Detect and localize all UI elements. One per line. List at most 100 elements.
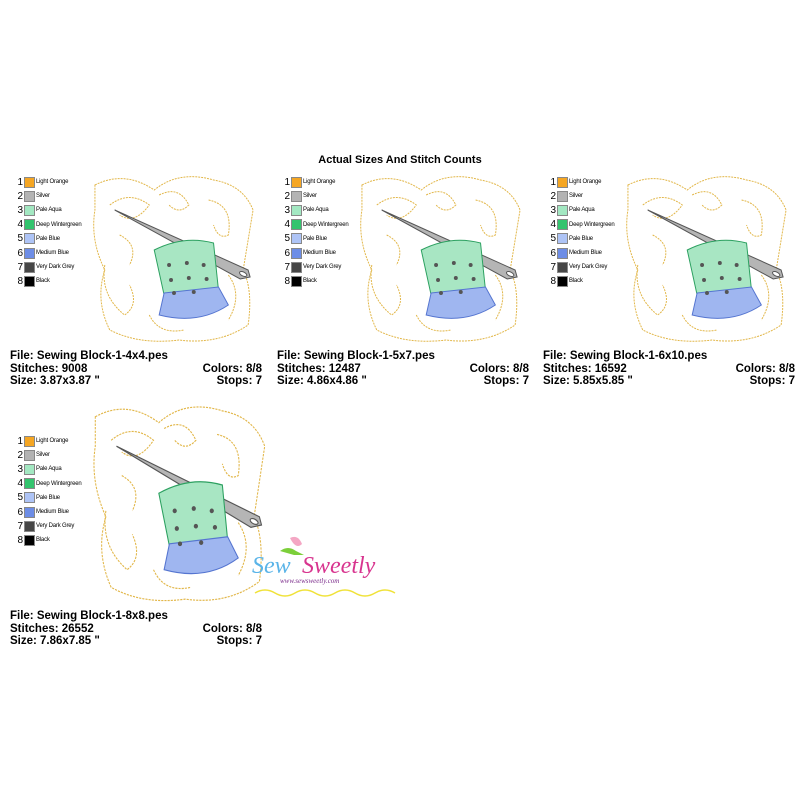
color-name: Pale Blue (36, 494, 60, 501)
color-swatch (557, 261, 568, 273)
color-count: Colors: 8/8 (735, 362, 795, 375)
color-swatch (291, 219, 302, 231)
file-name: File: Sewing Block-1-4x4.pes (10, 350, 168, 362)
color-number: 6 (550, 247, 556, 259)
color-swatch (24, 463, 35, 475)
color-number: 5 (550, 233, 556, 245)
color-swatch (291, 204, 302, 216)
color-name: Very Dark Grey (303, 264, 342, 271)
color-name: Pale Aqua (36, 207, 62, 214)
color-number: 8 (17, 534, 23, 546)
color-number: 5 (17, 233, 23, 245)
color-swatch (24, 219, 35, 231)
design-info: File: Sewing Block-1-8x8.pes Stitches: 2… (10, 610, 262, 648)
color-number: 3 (284, 204, 290, 216)
stop-count: Stops: 7 (216, 635, 262, 647)
color-number: 7 (17, 520, 23, 532)
color-swatch (24, 176, 35, 188)
color-number: 6 (17, 247, 23, 259)
color-swatch-item: 5 Pale Blue (283, 232, 349, 246)
color-swatch-item: 5 Pale Blue (549, 232, 615, 246)
design-info: File: Sewing Block-1-6x10.pes Stitches: … (543, 350, 795, 388)
embroidery-design-image (90, 175, 258, 345)
color-number: 4 (284, 219, 290, 231)
color-name: Pale Aqua (36, 466, 62, 473)
stitch-count: Stitches: 26552 (10, 622, 94, 635)
color-swatch (557, 176, 568, 188)
color-swatch (557, 204, 568, 216)
color-name: Pale Blue (569, 235, 593, 242)
color-number: 4 (17, 478, 23, 490)
color-name: Medium Blue (36, 250, 69, 257)
color-name: Pale Blue (303, 235, 327, 242)
stitch-count: Stitches: 12487 (277, 362, 361, 375)
svg-text:Sew: Sew (252, 553, 291, 579)
stitch-count: Stitches: 16592 (543, 362, 627, 375)
color-number: 7 (550, 261, 556, 273)
design-size: Size: 4.86x4.86 " (277, 375, 367, 387)
color-swatch (24, 247, 35, 259)
color-swatch (24, 204, 35, 216)
color-swatch-item: 1 Light Orange (16, 434, 82, 448)
color-count: Colors: 8/8 (469, 362, 529, 375)
color-swatch-item: 1 Light Orange (16, 175, 82, 189)
design-size: Size: 7.86x7.85 " (10, 635, 100, 647)
color-number: 7 (17, 261, 23, 273)
color-name: Silver (303, 193, 317, 200)
page-title: Actual Sizes And Stitch Counts (318, 154, 482, 166)
sew-sweetly-logo: Sew Sweetly www.sewsweetly.com (252, 536, 396, 597)
color-number: 5 (284, 233, 290, 245)
color-swatch (24, 506, 35, 518)
color-name: Deep Wintergreen (36, 221, 82, 228)
color-name: Black (36, 537, 50, 544)
color-swatch (24, 275, 35, 287)
color-swatch (291, 176, 302, 188)
color-swatch (24, 261, 35, 273)
embroidery-design-image (357, 175, 525, 345)
color-swatch-item: 4 Deep Wintergreen (16, 477, 82, 491)
design-size: Size: 3.87x3.87 " (10, 375, 100, 387)
color-swatch (24, 478, 35, 490)
color-name: Medium Blue (303, 250, 336, 257)
color-name: Light Orange (36, 179, 69, 186)
color-swatch (291, 233, 302, 245)
color-swatch (24, 435, 35, 447)
color-name: Pale Aqua (303, 207, 329, 214)
color-number: 4 (17, 219, 23, 231)
color-name: Deep Wintergreen (303, 221, 349, 228)
color-swatch (24, 190, 35, 202)
color-swatch-item: 5 Pale Blue (16, 491, 82, 505)
color-swatch-item: 6 Medium Blue (16, 246, 82, 260)
color-swatch-item: 2 Silver (283, 189, 349, 203)
color-swatch (24, 520, 35, 532)
color-count: Colors: 8/8 (202, 622, 262, 635)
color-number: 1 (284, 176, 290, 188)
color-number: 6 (17, 506, 23, 518)
color-number: 1 (17, 435, 23, 447)
color-number: 5 (17, 492, 23, 504)
color-name: Deep Wintergreen (36, 480, 82, 487)
design-info: File: Sewing Block-1-5x7.pes Stitches: 1… (277, 350, 529, 388)
color-name: Light Orange (36, 438, 69, 445)
design-size: Size: 5.85x5.85 " (543, 375, 633, 387)
file-name: File: Sewing Block-1-5x7.pes (277, 350, 435, 362)
embroidery-design-image (623, 175, 791, 345)
color-number: 1 (17, 176, 23, 188)
color-number: 3 (17, 204, 23, 216)
color-name: Very Dark Grey (36, 264, 75, 271)
color-number: 2 (17, 449, 23, 461)
color-swatch (291, 190, 302, 202)
color-number: 2 (284, 190, 290, 202)
